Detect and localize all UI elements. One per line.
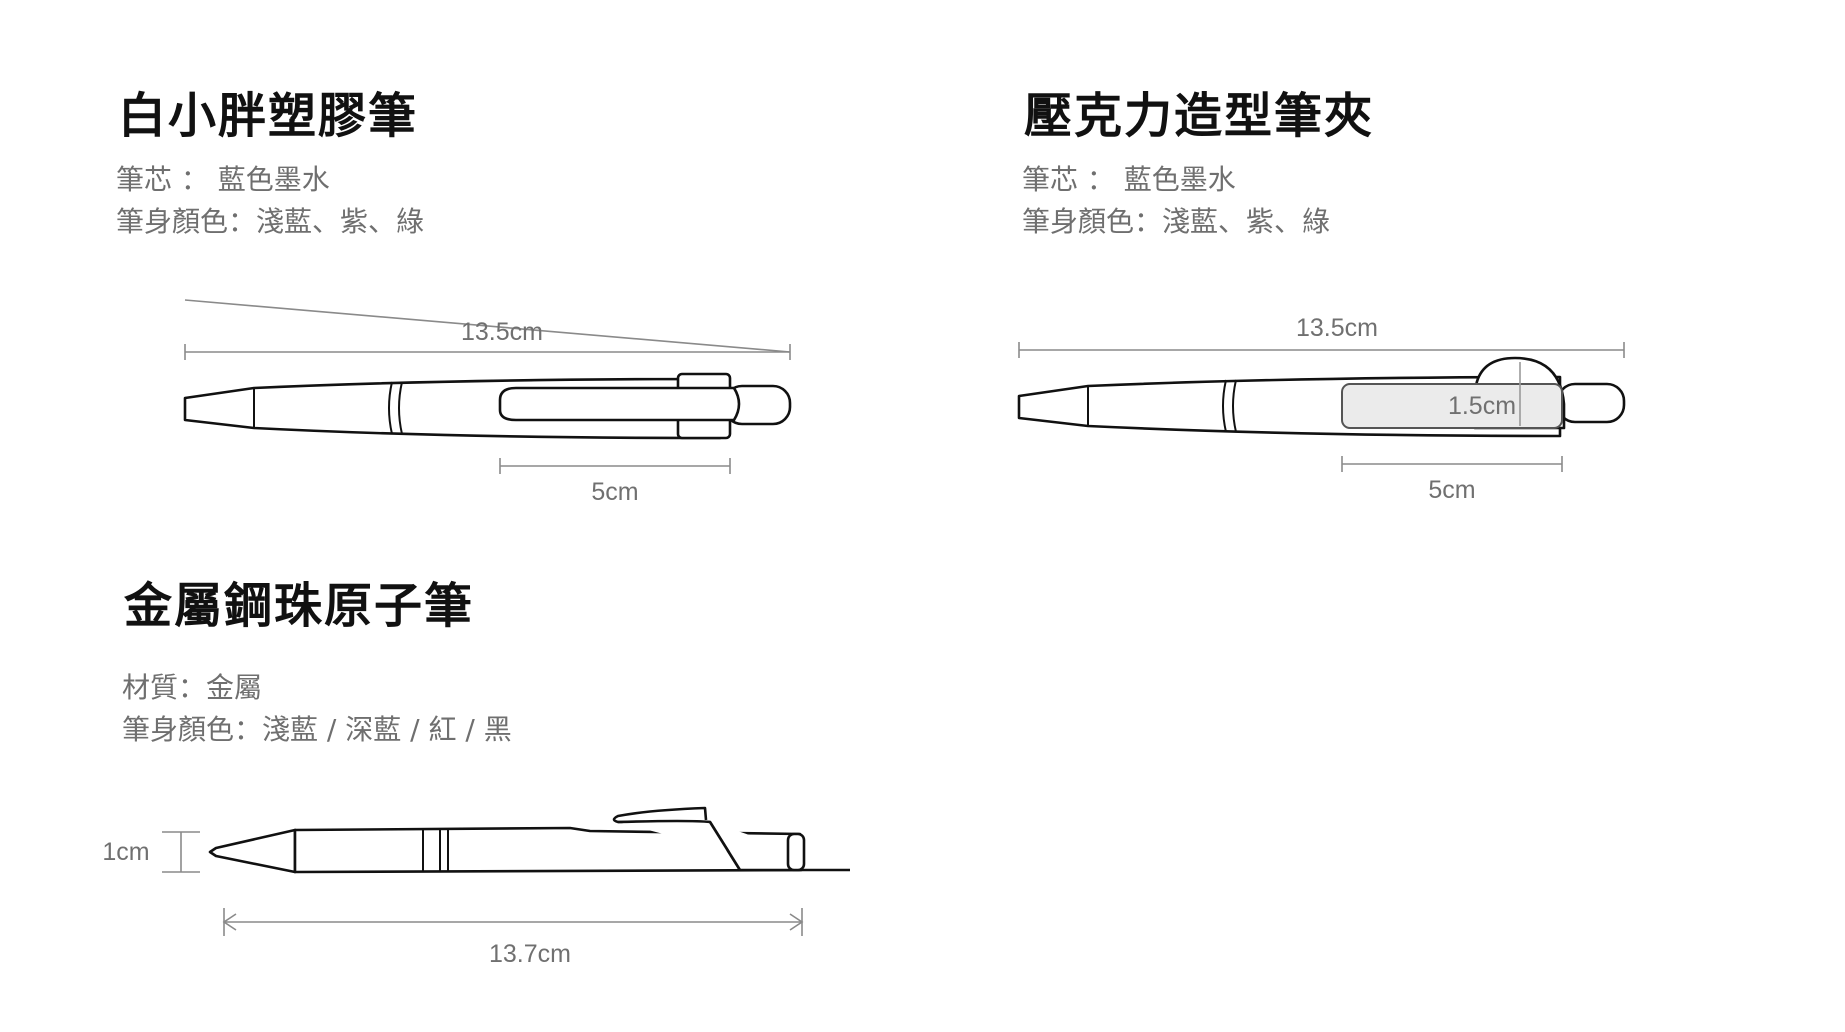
metal-pen-diagram: 1cm 13.7cm — [102, 806, 850, 968]
acrylic-clip-pen-diagram: 13.5cm 1.5cm 5cm — [1017, 314, 1626, 504]
length-label: 13.7cm — [489, 940, 571, 968]
product-1-spec-colors: 筆身顏色：淺藍、紫、綠 — [116, 205, 425, 238]
grip-ring-2 — [1232, 379, 1237, 433]
diameter-dimension: 1cm — [102, 831, 200, 873]
product-3-spec-material: 材質：金屬 — [122, 671, 263, 704]
metal-pen-outline — [208, 806, 850, 874]
product-1-specs: 筆芯 ： 藍色墨水 筆身顏色：淺藍、紫、綠 — [116, 159, 424, 243]
plunger — [1556, 382, 1626, 424]
length-dimension: 13.7cm — [222, 908, 804, 968]
product-2-spec-refill: 筆芯 ： 藍色墨水 — [1022, 163, 1236, 196]
pen-tip — [208, 828, 297, 874]
end-cap — [786, 832, 806, 872]
clip-dimension: 5cm — [1341, 456, 1563, 504]
plastic-pen-diagram: 13.5cm 5cm — [183, 299, 792, 506]
product-3-specs: 材質：金屬 筆身顏色：淺藍 / 深藍 / 紅 / 黑 — [122, 667, 512, 751]
length-label: 13.5cm — [461, 318, 543, 346]
pen-clip — [498, 386, 741, 422]
acrylic-pen-outline: 1.5cm — [1017, 356, 1626, 438]
product-1-spec-refill: 筆芯 ： 藍色墨水 — [116, 163, 330, 196]
product-2-title: 壓克力造型筆夾 — [1024, 88, 1375, 144]
grip-ring-1 — [1222, 379, 1227, 433]
product-3-spec-colors: 筆身顏色：淺藍 / 深藍 / 紅 / 黑 — [122, 713, 512, 746]
length-dimension: 13.5cm — [184, 299, 791, 360]
length-dimension: 13.5cm — [1018, 314, 1625, 358]
grip-ring-1 — [388, 381, 393, 435]
product-2-spec-colors: 筆身顏色：淺藍、紫、綠 — [1022, 205, 1331, 238]
length-label: 13.5cm — [1296, 314, 1378, 342]
acrylic-clip — [1341, 383, 1563, 429]
product-1-title: 白小胖塑膠筆 — [118, 88, 419, 144]
clip-dimension: 5cm — [499, 458, 731, 506]
diameter-label: 1cm — [102, 838, 149, 866]
product-3-title: 金屬鋼珠原子筆 — [124, 578, 475, 634]
product-2-specs: 筆芯 ： 藍色墨水 筆身顏色：淺藍、紫、綠 — [1022, 159, 1330, 243]
grip-ring-2 — [398, 381, 403, 435]
plastic-pen-outline — [183, 372, 792, 440]
clip-length-label: 5cm — [591, 478, 638, 506]
clip-length-label: 5cm — [1428, 476, 1475, 504]
clip-height-label: 1.5cm — [1448, 392, 1516, 420]
